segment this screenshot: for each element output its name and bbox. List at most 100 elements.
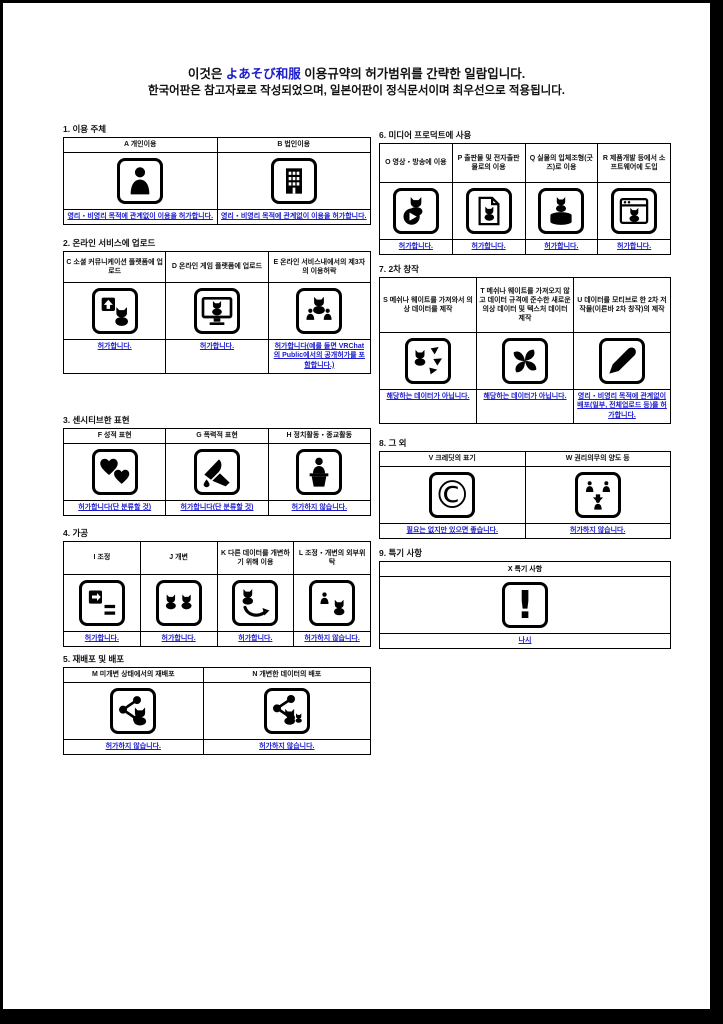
- section-label: 9. 특기 사항: [379, 548, 423, 558]
- cell-m-redistribute-unmodified: M 미개변 상태에서의 재배포 허가하지 않습니다.: [63, 667, 204, 756]
- cell-caption: 영리・비영리 목적에 관계없이 이용을 허가합니다.: [220, 213, 367, 220]
- cell-b-corporate-use: B 법인이용 영리・비영리 목적에 관계없이 이용을 허가: [216, 137, 371, 226]
- cat-play-video-icon: [392, 188, 439, 234]
- cell-caption: 영리・비영리 목적에 관계없이 이용을 허가합니다.: [67, 213, 214, 220]
- cell-caption: 허가합니다.: [97, 343, 132, 350]
- document-subtitle: 한국어판은 참고자료로 작성되었으며, 일본어판이 정식문서이며 최우선으로 적…: [147, 85, 566, 97]
- share-two-cats-icon: [263, 688, 310, 734]
- cell-header: U 데이터를 모티브로 한 2차 저작물(이른바 2차 창작)의 제작: [574, 278, 670, 333]
- cell-caption: 허가합니다(단 분류할 것): [180, 504, 254, 511]
- section-redistribution: 5. 재배포 및 배포 M 미개변 상태에서의 재배포 허가하지 않습니다. N…: [63, 653, 371, 756]
- section-label: 4. 가공: [63, 528, 89, 538]
- section-media-products: 6. 미디어 프로덕트에 사용 O 영상・방송에 이용 허가합니다. P 출판물…: [379, 129, 671, 256]
- document-page: 이것은 よあそび和服 이용규약의 허가범위를 간략한 일람입니다. 한국어판은 …: [3, 3, 710, 1009]
- cell-caption: 허가합니다(단 분류할 것): [78, 504, 152, 511]
- third-party-group-icon: [296, 288, 343, 334]
- cell-caption: 필요는 없지만 있으면 좋습니다.: [406, 527, 499, 534]
- section-derivative-works: 7. 2차 창작 S 메쉬나 웨이트를 가져와서 의상 데이터를 제작 해당하는…: [379, 263, 671, 425]
- cell-caption: 해당하는 데이터가 아닙니다.: [386, 393, 470, 400]
- document-cat-icon: [465, 188, 512, 234]
- cell-header: X 특기 사항: [379, 561, 671, 577]
- cell-header: C 소셜 커뮤니케이션 플랫폼에 업로드: [64, 252, 166, 283]
- cell-header: P 출판물 및 전자출판물로의 이용: [452, 144, 525, 183]
- cell-n-distribute-modified: N 개변한 데이터의 배포 허가하지 않습니다.: [202, 667, 371, 756]
- cell-caption: 허가하지 않습니다.: [304, 635, 360, 642]
- section-label: 8. 그 외: [379, 438, 407, 448]
- cell-v-credit: V 크레딧의 표기 © 필요는 없지만 있으면 좋습니다.: [379, 451, 526, 540]
- cell-caption: 허가합니다.: [544, 243, 579, 250]
- cell-caption: 허가합니다.: [471, 243, 506, 250]
- cell-header: D 온라인 게임 플랫폼에 업로드: [166, 252, 268, 283]
- knife-icon: [193, 449, 240, 495]
- cell-u-fan-works: U 데이터를 모티브로 한 2차 저작물(이른바 2차 창작)의 제작 영리・비…: [573, 277, 671, 425]
- cell-caption: 허가하지 않습니다.: [291, 504, 348, 511]
- cat-swoosh-icon: [232, 580, 279, 626]
- cell-header: K 다른 데이터를 개변하기 위해 이용: [217, 542, 294, 575]
- cell-header: E 온라인 서비스내에서의 제3자의 이용허락: [268, 252, 370, 283]
- two-cats-icon: [155, 580, 202, 626]
- exclamation-icon: !: [502, 582, 548, 628]
- cell-w-rights-transfer: W 권리의무의 양도 등 허가하지 않습니다.: [524, 451, 671, 540]
- cell-header: O 영상・방송에 이용: [380, 144, 452, 183]
- cell-caption: 허가합니다.: [161, 635, 196, 642]
- section-processing: 4. 가공 I 조정 허가합니다. J 개변: [63, 527, 371, 648]
- cell-header: L 조정・개변의 외부위탁: [294, 542, 370, 575]
- section-others: 8. 그 외 V 크레딧의 표기 © 필요는 없지만 있으면 좋습니다. W 권…: [379, 437, 671, 540]
- cell-caption: 허가합니다.: [617, 243, 652, 250]
- section-sensitive-expression: 3. 센시티브한 표현 F 성적 표현 허가합니다(단 분류할 것) G 폭력적…: [63, 414, 371, 517]
- figure-pedestal-icon: [538, 188, 585, 234]
- cell-header: V 크레딧의 표기: [380, 452, 525, 467]
- section-usage-subject: 1. 이용 주체 A 개인이용 영리・비영리 목적에 관계없이 이용을 허가합니…: [63, 123, 371, 226]
- section-label: 5. 재배포 및 배포: [63, 654, 125, 664]
- cell-header: T 메쉬나 웨이트를 가져오지 않고 데이터 규격에 준수한 새로운 의상 데이…: [477, 278, 573, 333]
- person-icon: [117, 158, 164, 204]
- hearts-icon: [91, 449, 138, 495]
- cat-mesh-pieces-icon: [405, 338, 451, 384]
- cell-header: N 개변한 데이터의 배포: [203, 668, 370, 683]
- cell-p-publication: P 출판물 및 전자출판물로의 이용 허가합니다.: [451, 143, 526, 256]
- cell-header: J 개변: [140, 542, 217, 575]
- cell-header: W 권리의무의 양도 등: [525, 452, 670, 467]
- section-online-upload: 2. 온라인 서비스에 업로드 C 소셜 커뮤니케이션 플랫폼에 업로드 허가합…: [63, 237, 371, 375]
- cell-caption: 나시: [518, 637, 532, 644]
- cell-caption: 영리・비영리 목적에 관계없이 배포(일부, 전체업로드 등)를 허가합니다.: [577, 393, 667, 419]
- cell-caption: 허가합니다.: [238, 635, 273, 642]
- cell-k-modify-other-data: K 다른 데이터를 개변하기 위해 이용 허가합니다.: [216, 541, 295, 648]
- section-label: 6. 미디어 프로덕트에 사용: [379, 130, 472, 140]
- cell-o-video-broadcast: O 영상・방송에 이용 허가합니다.: [379, 143, 453, 256]
- cell-header: H 정치활동・종교활동: [268, 429, 370, 444]
- cell-header: R 제품개발 등에서 소프트웨어에 도입: [598, 144, 670, 183]
- document-title: 이것은 よあそび和服 이용규약의 허가범위를 간략한 일람입니다.: [3, 63, 710, 82]
- rights-transfer-icon: [574, 472, 621, 518]
- cell-header: F 성적 표현: [64, 429, 166, 444]
- building-icon: [270, 158, 317, 204]
- person-cat-icon: [309, 580, 356, 626]
- section-special-notes: 9. 특기 사항 X 특기 사항 ! 나시: [379, 547, 671, 650]
- title-post: 이용규약의 허가범위를 간략한 일람입니다.: [300, 67, 526, 81]
- brand-link[interactable]: よあそび和服: [225, 67, 301, 81]
- cell-caption: 허가하지 않습니다.: [259, 743, 315, 750]
- software-window-cat-icon: [611, 188, 658, 234]
- cell-header: S 메쉬나 웨이트를 가져와서 의상 데이터를 제작: [380, 278, 476, 333]
- cell-caption: 허가합니다.: [398, 243, 433, 250]
- cell-caption: 해당하는 데이터가 아닙니다.: [483, 393, 567, 400]
- cell-g-violent: G 폭력적 표현 허가합니다(단 분류할 것): [165, 428, 269, 517]
- cell-header: G 폭력적 표현: [166, 429, 268, 444]
- cell-i-adjust: I 조정 허가합니다.: [63, 541, 141, 648]
- section-label: 3. 센시티브한 표현: [63, 415, 130, 425]
- cell-f-sexual: F 성적 표현 허가합니다(단 분류할 것): [63, 428, 167, 517]
- pen-icon: [599, 338, 645, 384]
- cell-r-software: R 제품개발 등에서 소프트웨어에 도입 허가합니다.: [597, 143, 671, 256]
- cell-header: Q 실물의 입체조형(굿즈)로 이용: [525, 144, 598, 183]
- upload-cat-icon: [91, 288, 138, 334]
- cell-a-personal-use: A 개인이용 영리・비영리 목적에 관계없이 이용을 허가합니다.: [63, 137, 218, 226]
- game-platform-cat-icon: [193, 288, 240, 334]
- cell-l-outsourcing: L 조정・개변의 외부위탁 허가하지 않습니다.: [293, 541, 371, 648]
- cell-c-social-upload: C 소셜 커뮤니케이션 플랫폼에 업로드 허가합니다.: [63, 251, 167, 375]
- copyright-icon: ©: [429, 472, 476, 518]
- cell-header: A 개인이용: [64, 138, 217, 153]
- cell-header: I 조정: [64, 542, 140, 575]
- cell-x-special-notes: ! 나시: [379, 576, 671, 650]
- cell-caption: 허가합니다.: [199, 343, 235, 350]
- title-pre: 이것은: [187, 67, 226, 81]
